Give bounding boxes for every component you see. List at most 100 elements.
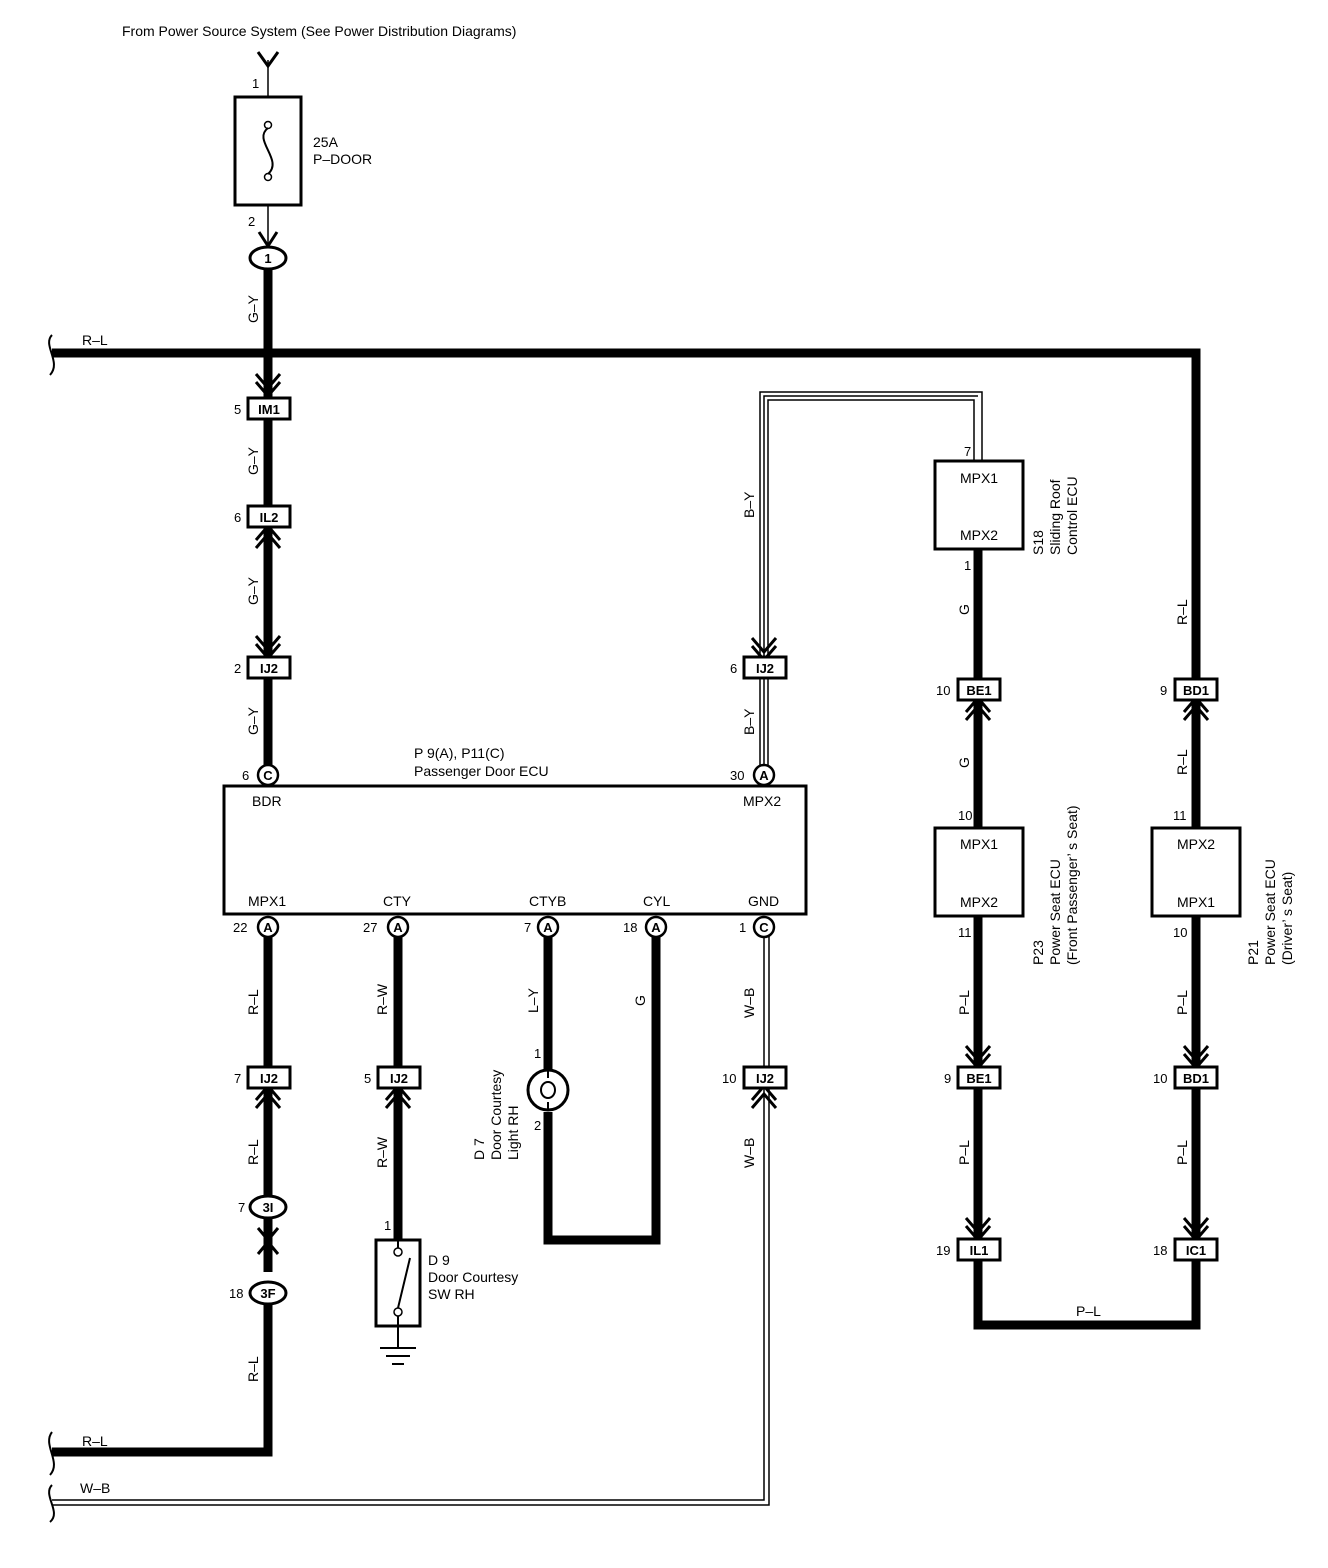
p21-power-seat-ecu-driver: 11 MPX2 MPX1 10 P21 Power Seat ECU (Driv…: [1150, 808, 1295, 965]
svg-text:1: 1: [252, 76, 259, 91]
svg-text:BD1: BD1: [1183, 1071, 1209, 1086]
svg-text:3I: 3I: [263, 1200, 274, 1215]
svg-text:IL2: IL2: [260, 510, 279, 525]
fuse-p-door: 1 25A P–DOOR 2: [233, 76, 372, 229]
connector-ij2-mpx2: IJ2 6: [730, 655, 788, 680]
connector-be1-top: BE1 10: [936, 677, 1002, 702]
passenger-door-ecu: P 9(A), P11(C) Passenger Door ECU C 6 BD…: [222, 745, 808, 939]
wire-mpx2-by-c: [763, 395, 978, 765]
svg-text:IC1: IC1: [1186, 1243, 1206, 1258]
svg-text:C: C: [263, 768, 273, 783]
svg-text:G–Y: G–Y: [245, 706, 261, 735]
svg-text:MPX1: MPX1: [248, 893, 286, 909]
junction-3i: 3I 7: [238, 1194, 288, 1220]
connector-ij2-cty: IJ2 5: [364, 1065, 422, 1090]
svg-text:G: G: [956, 757, 972, 768]
svg-text:6: 6: [242, 768, 249, 783]
svg-text:W–B: W–B: [741, 988, 757, 1018]
wire-break-marks: [48, 334, 55, 1523]
svg-text:W–B: W–B: [741, 1138, 757, 1168]
connector-ic1: IC1 18: [1153, 1237, 1219, 1262]
svg-text:30: 30: [730, 768, 744, 783]
connector-ij2-mpx1: IJ2 7: [234, 1065, 292, 1090]
svg-text:7: 7: [234, 1071, 241, 1086]
svg-text:R–L: R–L: [245, 1356, 261, 1382]
svg-text:G: G: [632, 995, 648, 1006]
svg-text:CTY: CTY: [383, 893, 412, 909]
svg-text:9: 9: [944, 1071, 951, 1086]
connector-ij2-gnd: IJ2 10: [722, 1065, 788, 1090]
svg-text:R–W: R–W: [374, 983, 390, 1015]
svg-text:A: A: [543, 920, 553, 935]
svg-text:A: A: [393, 920, 403, 935]
svg-text:5: 5: [234, 402, 241, 417]
wire-rl-top-bus: [52, 348, 1201, 1330]
svg-text:IJ2: IJ2: [260, 661, 278, 676]
svg-text:IJ2: IJ2: [756, 661, 774, 676]
svg-text:BD1: BD1: [1183, 683, 1209, 698]
svg-text:9: 9: [1160, 683, 1167, 698]
svg-text:Sliding Roof: Sliding Roof: [1047, 479, 1063, 555]
svg-text:BE1: BE1: [966, 683, 991, 698]
svg-text:7: 7: [238, 1200, 245, 1215]
svg-text:2: 2: [534, 1118, 541, 1133]
svg-text:G: G: [956, 604, 972, 615]
wire-mpx2-by-a: [759, 391, 983, 765]
svg-text:R–L: R–L: [82, 1433, 108, 1449]
svg-text:7: 7: [524, 920, 531, 935]
wire-gnd-wb-a: [52, 935, 765, 1501]
svg-text:P21: P21: [1245, 940, 1261, 965]
svg-text:MPX2: MPX2: [1177, 836, 1215, 852]
connector-im1: IM1 5: [234, 396, 292, 421]
svg-text:MPX2: MPX2: [960, 894, 998, 910]
svg-text:R–L: R–L: [1174, 749, 1190, 775]
svg-text:A: A: [651, 920, 661, 935]
svg-text:BE1: BE1: [966, 1071, 991, 1086]
wire-mpx2-by-b: [767, 399, 975, 765]
power-source-label: From Power Source System (See Power Dist…: [122, 23, 516, 39]
connector-bd1-top: BD1 9: [1160, 677, 1219, 702]
svg-text:G–Y: G–Y: [245, 294, 261, 323]
bulb-icon: [540, 1070, 557, 1110]
svg-text:SW RH: SW RH: [428, 1286, 475, 1302]
connector-il2: IL2 6: [234, 504, 292, 529]
svg-text:1: 1: [264, 251, 271, 266]
svg-text:MPX2: MPX2: [743, 793, 781, 809]
svg-text:6: 6: [234, 510, 241, 525]
wire-gnd-wb-b: [52, 935, 770, 1506]
d9-door-courtesy-switch: 1 D 9 Door Courtesy SW RH: [374, 1218, 518, 1365]
svg-text:R–L: R–L: [245, 1139, 261, 1165]
svg-text:G–Y: G–Y: [245, 576, 261, 605]
svg-text:BDR: BDR: [252, 793, 282, 809]
svg-text:Passenger Door ECU: Passenger Door ECU: [414, 763, 549, 779]
svg-text:MPX2: MPX2: [960, 527, 998, 543]
wire-d7-loop: [543, 930, 661, 1245]
svg-text:Power Seat ECU: Power Seat ECU: [1047, 859, 1063, 965]
svg-text:P–L: P–L: [1076, 1303, 1101, 1319]
svg-text:1: 1: [964, 558, 971, 573]
svg-text:CTYB: CTYB: [529, 893, 566, 909]
p23-power-seat-ecu-front-passenger: 10 MPX1 MPX2 11 P23 Power Seat ECU (Fron…: [933, 805, 1080, 965]
svg-text:IJ2: IJ2: [260, 1071, 278, 1086]
ground-icon: [380, 1326, 416, 1365]
svg-text:W–B: W–B: [80, 1480, 110, 1496]
svg-text:R–L: R–L: [82, 332, 108, 348]
junction-3f: 3F 18: [229, 1280, 288, 1306]
svg-text:10: 10: [722, 1071, 736, 1086]
svg-text:R–W: R–W: [374, 1136, 390, 1168]
svg-text:MPX1: MPX1: [1177, 894, 1215, 910]
svg-text:R–L: R–L: [1174, 599, 1190, 625]
svg-text:1: 1: [384, 1218, 391, 1233]
connector-bd1-bottom: BD1 10: [1153, 1065, 1219, 1090]
s18-sliding-roof-ecu: 7 MPX1 MPX2 1 S18 Sliding Roof Control E…: [933, 444, 1080, 573]
connector-be1-bottom: BE1 9: [944, 1065, 1002, 1090]
svg-text:5: 5: [364, 1071, 371, 1086]
junction-1: 1: [248, 245, 288, 271]
svg-text:A: A: [759, 768, 769, 783]
svg-text:18: 18: [1153, 1243, 1167, 1258]
wire-rl-bottom-bus: [52, 1290, 273, 1457]
svg-text:2: 2: [234, 661, 241, 676]
svg-text:Power Seat ECU: Power Seat ECU: [1262, 859, 1278, 965]
svg-text:(Front Passenger’ s Seat): (Front Passenger’ s Seat): [1064, 805, 1080, 965]
